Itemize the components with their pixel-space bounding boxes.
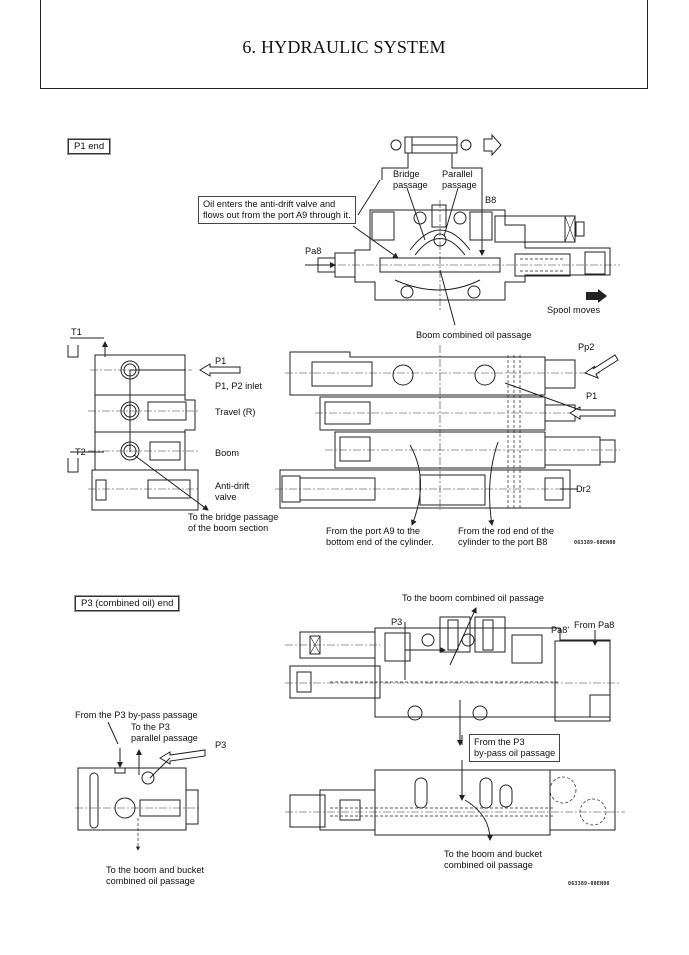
label-from-p3-bypass: From the P3 by-pass passage bbox=[75, 710, 198, 720]
section-label-p3-end: P3 (combined oil) end bbox=[75, 596, 180, 611]
label-line: passage bbox=[442, 180, 477, 190]
label-from-pa8: From Pa8 bbox=[574, 620, 615, 630]
callout-line-1: Oil enters the anti-drift valve and bbox=[203, 199, 336, 209]
label-line: passage bbox=[393, 180, 428, 190]
label-line: valve bbox=[215, 492, 237, 502]
label-to-boom-bucket-left: To the boom and bucket combined oil pass… bbox=[106, 865, 204, 887]
label-to-boom-combined: To the boom combined oil passage bbox=[402, 593, 544, 603]
label-to-bridge-passage: To the bridge passage of the boom sectio… bbox=[188, 512, 278, 534]
p1-stacked-valve bbox=[275, 345, 620, 526]
boom-valve-section-top bbox=[310, 200, 620, 310]
label-line: To the boom and bucket bbox=[106, 865, 205, 875]
label-port-pa8: Pa8 bbox=[305, 246, 322, 256]
label-from-rod-end: From the rod end of the cylinder to the … bbox=[458, 526, 554, 548]
label-anti-drift-valve: Anti-drift valve bbox=[215, 481, 249, 503]
label-travel-r: Travel (R) bbox=[215, 407, 256, 417]
label-to-boom-bucket-right: To the boom and bucket combined oil pass… bbox=[444, 849, 542, 871]
section-label-p1-end: P1 end bbox=[68, 139, 111, 154]
label-line: To the P3 bbox=[131, 722, 170, 732]
label-to-p3-parallel: To the P3 parallel passage bbox=[131, 722, 198, 744]
label-p1-right: P1 bbox=[586, 391, 598, 401]
label-line: bottom end of the cylinder. bbox=[326, 537, 434, 547]
callout-anti-drift-flow: Oil enters the anti-drift valve and flow… bbox=[198, 196, 356, 224]
label-line: by-pass oil passage bbox=[474, 748, 556, 758]
label-bridge-passage: Bridge passage bbox=[393, 169, 428, 191]
label-line: To the boom and bucket bbox=[444, 849, 543, 859]
label-line: To the bridge passage bbox=[188, 512, 279, 522]
label-line: parallel passage bbox=[131, 733, 198, 743]
label-boom: Boom bbox=[215, 448, 240, 458]
figure-code-p1: 063389-00EN00 bbox=[574, 540, 616, 546]
label-line: Parallel bbox=[442, 169, 473, 179]
p3-valve-top bbox=[285, 607, 620, 746]
figure-code-p3: 063389-00EN00 bbox=[568, 881, 610, 887]
cylinder-direction-arrow bbox=[483, 133, 502, 157]
p1-inlet-arrow bbox=[199, 363, 241, 377]
label-port-b8: B8 bbox=[485, 195, 497, 205]
p3-valve-bottom bbox=[285, 735, 625, 841]
label-p3-top: P3 bbox=[391, 617, 403, 627]
label-line: From the port A9 to the bbox=[326, 526, 420, 536]
label-spool-moves: Spool moves bbox=[547, 305, 601, 315]
label-p1-p2-inlet: P1, P2 inlet bbox=[215, 381, 262, 391]
label-line: combined oil passage bbox=[106, 876, 195, 886]
spool-direction-arrow bbox=[586, 289, 607, 303]
label-t2: T2 bbox=[75, 447, 86, 457]
label-line: Bridge bbox=[393, 169, 420, 179]
label-line: From the P3 bbox=[474, 737, 525, 747]
p3-inlet-arrow bbox=[159, 749, 206, 765]
label-from-port-a9: From the port A9 to the bottom end of th… bbox=[326, 526, 434, 548]
label-dr2: Dr2 bbox=[576, 484, 591, 494]
p3-side-view bbox=[75, 721, 206, 851]
p1-right-arrow bbox=[569, 406, 616, 420]
label-line: combined oil passage bbox=[444, 860, 533, 870]
label-line: From the rod end of the bbox=[458, 526, 555, 536]
label-p1-left: P1 bbox=[215, 356, 227, 366]
label-t1: T1 bbox=[71, 327, 82, 337]
label-line: Anti-drift bbox=[215, 481, 250, 491]
callout-from-p3-bypass-oil: From the P3 by-pass oil passage bbox=[469, 734, 561, 762]
page-title: 6. HYDRAULIC SYSTEM bbox=[242, 37, 446, 57]
label-pp2: Pp2 bbox=[578, 342, 595, 352]
label-p3-left: P3 bbox=[215, 740, 227, 750]
p1-side-view bbox=[67, 337, 241, 511]
pp2-pilot-arrow bbox=[583, 354, 619, 379]
label-parallel-passage: Parallel passage bbox=[442, 169, 477, 191]
label-line: of the boom section bbox=[188, 523, 269, 533]
page-header: 6. HYDRAULIC SYSTEM bbox=[40, 0, 648, 89]
label-pa8-prime: Pa8' bbox=[551, 625, 570, 635]
label-boom-combined-oil-passage: Boom combined oil passage bbox=[416, 330, 532, 340]
callout-line-2: flows out from the port A9 through it. bbox=[203, 210, 351, 220]
label-line: cylinder to the port B8 bbox=[458, 537, 548, 547]
